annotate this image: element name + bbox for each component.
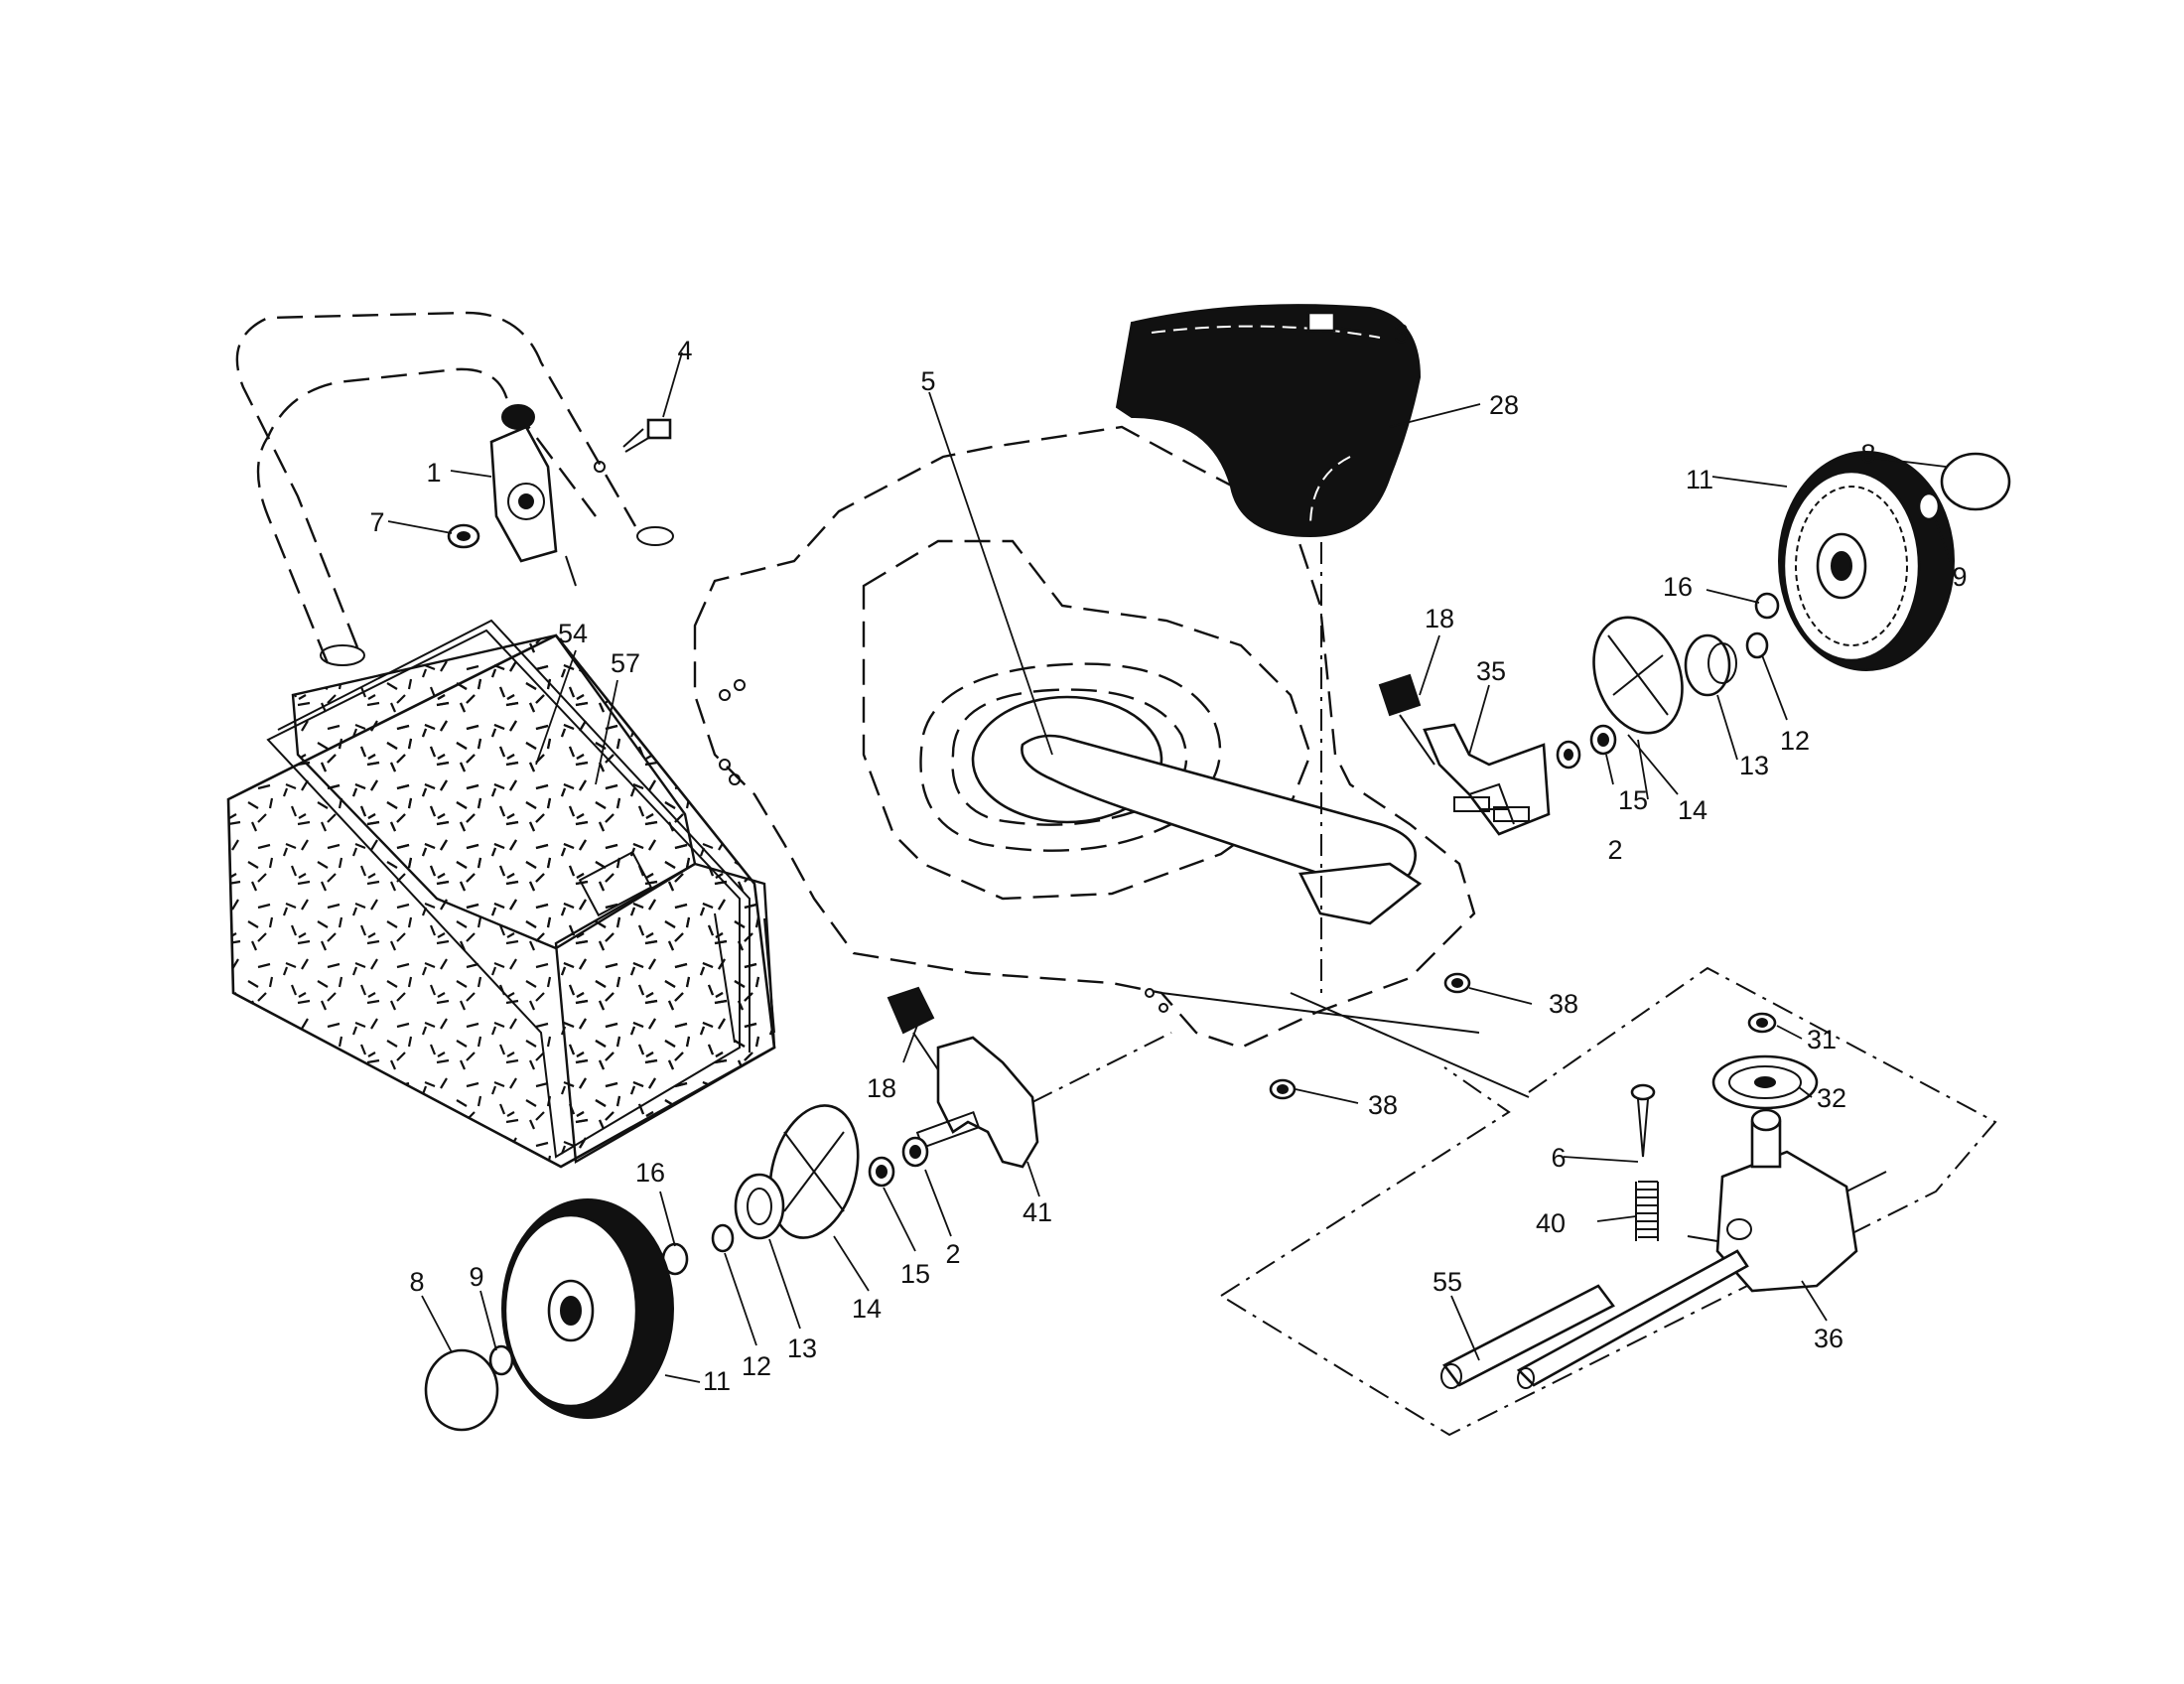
callout-15-right: 15 — [1618, 785, 1648, 815]
callout-41: 41 — [1023, 1197, 1052, 1227]
part-11-wheel-right — [1778, 451, 1955, 671]
callout-3: 3 — [1394, 319, 1409, 349]
callout-12-right: 12 — [1780, 726, 1810, 756]
part-32-pulley — [1711, 1054, 1819, 1110]
part-38-nut-upper — [1443, 972, 1471, 994]
part-2-washer-right — [1556, 740, 1581, 770]
callout-18-right: 18 — [1425, 604, 1454, 633]
part-7-nut — [447, 523, 480, 549]
drive-assembly-frame — [1220, 966, 1997, 1437]
part-31-nut — [1747, 1012, 1777, 1034]
callout-12-left: 12 — [742, 1351, 771, 1381]
callout-11-right: 11 — [1686, 465, 1713, 494]
part-55-axle-tube — [1440, 1249, 1749, 1389]
part-35-height-adjuster-right — [1423, 723, 1551, 836]
callout-8-right: 8 — [1860, 439, 1875, 469]
callout-8-left: 8 — [409, 1267, 424, 1297]
callout-13-right: 13 — [1739, 751, 1769, 780]
callout-36: 36 — [1814, 1324, 1843, 1353]
part-2-washer-left — [901, 1136, 929, 1168]
handle-outline — [235, 311, 674, 666]
callout-54: 54 — [558, 619, 588, 648]
callout-9-left: 9 — [469, 1262, 483, 1292]
callout-6: 6 — [1551, 1143, 1566, 1173]
part-36-transmission — [1687, 1108, 1887, 1293]
part-14-hubcap-plate-left — [768, 1104, 860, 1239]
callout-40: 40 — [1536, 1208, 1566, 1238]
part-13-pinion-gear-left — [734, 1173, 785, 1240]
callout-2-left: 2 — [945, 1239, 960, 1269]
callout-13-left: 13 — [787, 1333, 817, 1363]
part-16-washer-right — [1754, 592, 1780, 620]
grass-catcher-frame — [266, 619, 775, 1159]
callout-11-left: 11 — [703, 1366, 731, 1396]
part-38-nut-lower — [1269, 1078, 1297, 1100]
part-40-spring — [1635, 1181, 1659, 1241]
callout-1: 1 — [426, 458, 441, 488]
callout-15-left: 15 — [900, 1259, 930, 1289]
callout-38-lower: 38 — [1368, 1090, 1398, 1120]
part-8-hubcap-right — [1940, 452, 2011, 511]
part-9-nut-left — [488, 1344, 514, 1376]
callout-5: 5 — [920, 366, 935, 396]
part-15-retainer-right — [1589, 724, 1617, 756]
callout-7: 7 — [369, 507, 384, 537]
part-1-control-bracket — [489, 404, 577, 587]
part-4-bolt — [594, 418, 672, 473]
part-12-retainer-right — [1745, 632, 1769, 659]
part-28-rear-guard — [1115, 304, 1422, 538]
callout-4: 4 — [677, 336, 692, 365]
callout-labels: 1 2 2 3 4 5 6 7 8 8 9 9 11 11 12 12 13 1… — [369, 319, 1967, 1396]
callout-35: 35 — [1476, 656, 1506, 686]
callout-2-right: 2 — [1607, 835, 1622, 865]
mower-deck-outline — [693, 425, 1530, 1098]
callout-14-left: 14 — [852, 1294, 882, 1324]
callout-28: 28 — [1489, 390, 1519, 420]
part-12-retainer-left — [711, 1223, 735, 1253]
leader-lines — [387, 327, 1957, 1383]
part-41-height-adjuster-left — [915, 1032, 1172, 1169]
part-9-nut-right — [1917, 491, 1941, 521]
callout-9-right: 9 — [1952, 562, 1967, 592]
callout-57: 57 — [611, 648, 640, 678]
callout-16-left: 16 — [635, 1158, 665, 1188]
part-8-hubcap-left — [424, 1348, 499, 1432]
part-14-hubcap-plate-right — [1592, 616, 1684, 735]
part-3-bolt — [1306, 311, 1336, 993]
part-18-height-knob-right — [1378, 673, 1435, 766]
callout-32: 32 — [1817, 1083, 1846, 1113]
callout-55: 55 — [1433, 1267, 1462, 1297]
part-13-pinion-gear-right — [1684, 633, 1737, 697]
callout-18-left: 18 — [867, 1073, 896, 1103]
part-11-wheel-left — [501, 1198, 674, 1419]
grass-catcher-bag — [226, 633, 776, 1169]
callout-38-upper: 38 — [1549, 989, 1578, 1019]
part-15-retainer-left — [868, 1156, 895, 1188]
callout-14-right: 14 — [1678, 795, 1707, 825]
part-6-pin — [1630, 1083, 1656, 1158]
callout-31: 31 — [1807, 1025, 1837, 1054]
callout-16-right: 16 — [1663, 572, 1693, 602]
